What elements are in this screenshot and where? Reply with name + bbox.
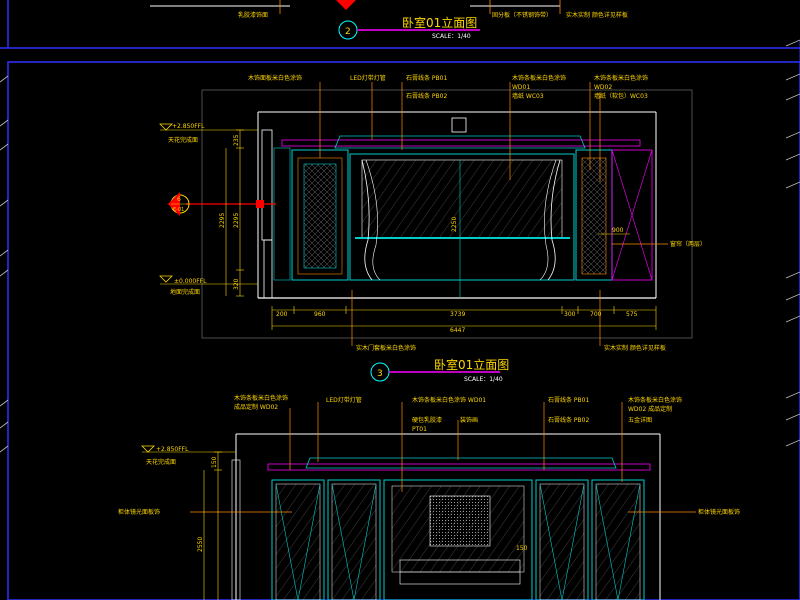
e4-level-top: +2.850FFL — [156, 446, 189, 453]
top-label-2: 固分板（不锈钢饰带） — [492, 11, 552, 19]
e3-note-bottom-1: 实木门套板米白色涂饰 — [356, 344, 416, 352]
level-marker-top: +2.850FFL 天花完成面 — [159, 123, 258, 144]
dim-bottom-1: 200 — [276, 311, 288, 318]
view-title-3: 卧室01立面图 — [434, 357, 509, 372]
e3-note-6: WD01 — [512, 84, 530, 91]
e4-note-7: 装饰画 — [460, 416, 478, 424]
top-section: 乳胶漆饰面 固分板（不锈钢饰带） 实木实制 颜色详见样板 2 卧室01立面图 S… — [150, 0, 628, 40]
e3-note-5: 木饰条板米白色涂饰 — [512, 74, 566, 82]
view-scale-2: SCALE：1/40 — [432, 33, 471, 40]
dim-left-3: 320 — [233, 278, 240, 290]
e3-note-7: 墙纸 WC03 — [512, 92, 544, 100]
e4-right-note: 柜体镜光面板饰 — [698, 508, 740, 516]
dim-bottom-3: 3739 — [450, 311, 465, 318]
level-top: +2.850FFL — [172, 123, 205, 130]
top-red-marker — [336, 0, 356, 10]
e4-note-3: LED灯带灯管 — [326, 396, 362, 404]
elevation-3: 2250 木饰面板米白色涂饰 LED灯带灯管 石膏线条 PB01 石膏线条 PB… — [159, 74, 706, 383]
e3-note-bottom-2: 实木实制 颜色详见样板 — [604, 344, 666, 352]
e4-note-2: 成品定制 WD02 — [234, 403, 278, 411]
view-scale-3: SCALE：1/40 — [464, 376, 503, 383]
e4-dim-left-2: 150 — [211, 456, 218, 468]
dim-center: 2250 — [451, 217, 458, 232]
e4-left-note: 柜体镜光面板饰 — [118, 508, 160, 516]
view-number-3: 3 — [377, 369, 383, 379]
e4-note-9: 石膏线条 PB02 — [548, 416, 589, 424]
level-marker-bottom: ±0.000FFL 地面完成面 — [159, 275, 258, 296]
e3-note-3: 石膏线条 PB01 — [406, 74, 447, 82]
section-marker-num: 6 — [177, 196, 181, 203]
e4-note-1: 木饰条板米白色涂饰 — [234, 394, 288, 402]
e4-note-10: 木饰条板米白色涂饰 — [628, 396, 682, 404]
top-label-1: 乳胶漆饰面 — [238, 11, 268, 19]
e3-right-note: 窗帘（两层） — [670, 240, 706, 248]
e4-note-11: WD02 成品定制 — [628, 405, 672, 413]
dim-left-outer: 2295 — [219, 213, 226, 228]
e3-note-8: 木饰条板米白色涂饰 — [594, 74, 648, 82]
e4-dim-inner: 150 — [516, 545, 528, 552]
level-bottom-sub: 地面完成面 — [170, 288, 200, 296]
dim-bottom-6: 575 — [626, 311, 638, 318]
dim-left-1: 235 — [233, 134, 240, 146]
level-bottom: ±0.000FFL — [174, 278, 207, 285]
e4-note-12: 五金详图 — [628, 416, 652, 424]
e3-note-4: 石膏线条 PB02 — [406, 92, 447, 100]
e4-note-5: 硬包乳胶漆 — [412, 416, 442, 424]
e4-note-8: 石膏线条 PB01 — [548, 396, 589, 404]
dim-left-2: 2295 — [233, 213, 240, 228]
e4-level-marker: +2.850FFL 天花完成面 — [141, 445, 236, 466]
top-label-3: 实木实制 颜色详见样板 — [566, 11, 628, 19]
e4-level-top-sub: 天花完成面 — [146, 458, 176, 466]
e3-note-10: 墙纸（软包）WC03 — [594, 92, 648, 100]
section-marker-label: E-01 — [173, 207, 184, 213]
dim-bottom-5: 700 — [590, 311, 602, 318]
dim-total: 6447 — [450, 327, 465, 334]
dim-bottom-2: 960 — [314, 311, 326, 318]
dim-right: 900 — [612, 227, 624, 234]
e3-note-9: WD02 — [594, 84, 612, 91]
section-marker: 6 E-01 — [168, 192, 276, 216]
dim-bottom-4: 300 — [564, 311, 576, 318]
e4-note-6: PT01 — [412, 426, 427, 433]
e3-note-1: 木饰面板米白色涂饰 — [248, 74, 302, 82]
e3-note-2: LED灯带灯管 — [350, 74, 386, 82]
view-title-2: 卧室01立面图 — [402, 15, 477, 30]
e4-dim-left-1: 2550 — [197, 537, 204, 552]
level-top-sub: 天花完成面 — [168, 136, 198, 144]
view-number-2: 2 — [345, 27, 351, 37]
elevation-4: 木饰条板米白色涂饰 成品定制 WD02 LED灯带灯管 木饰条板米白色涂饰 WD… — [118, 394, 740, 600]
e4-note-4: 木饰条板米白色涂饰 WD01 — [412, 396, 486, 404]
